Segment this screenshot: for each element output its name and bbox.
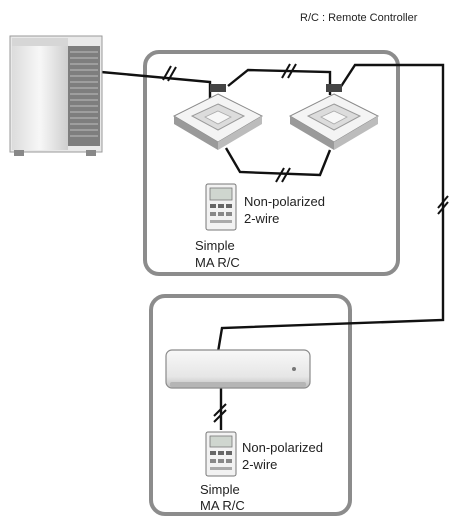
remote-label-1-line-1: Simple [195,238,235,253]
legend-text: R/C : Remote Controller [300,12,418,24]
remote-label-2-line-2: MA R/C [200,498,245,513]
group-panel-1 [143,50,400,276]
ceiling-cassette-icon [288,84,380,150]
transmission-wiring [100,63,445,430]
wire-label-1-line-2: 2-wire [244,211,280,226]
wire-label-2-line-2: 2-wire [242,457,278,472]
wall-mounted-unit-icon [165,349,311,389]
wire-label-2-line-1: Non-polarized [242,440,323,455]
wire-label-1-line-1: Non-polarized [244,194,325,209]
outdoor-unit-icon [9,35,103,156]
ceiling-cassette-icon [172,84,264,150]
remote-label-1-line-2: MA R/C [195,255,240,270]
remote-label-2-line-1: Simple [200,482,240,497]
group-panel-2 [149,294,352,516]
wire-break-marks [162,63,449,423]
remote-controller-icon [205,183,237,231]
remote-controller-icon [205,431,237,477]
